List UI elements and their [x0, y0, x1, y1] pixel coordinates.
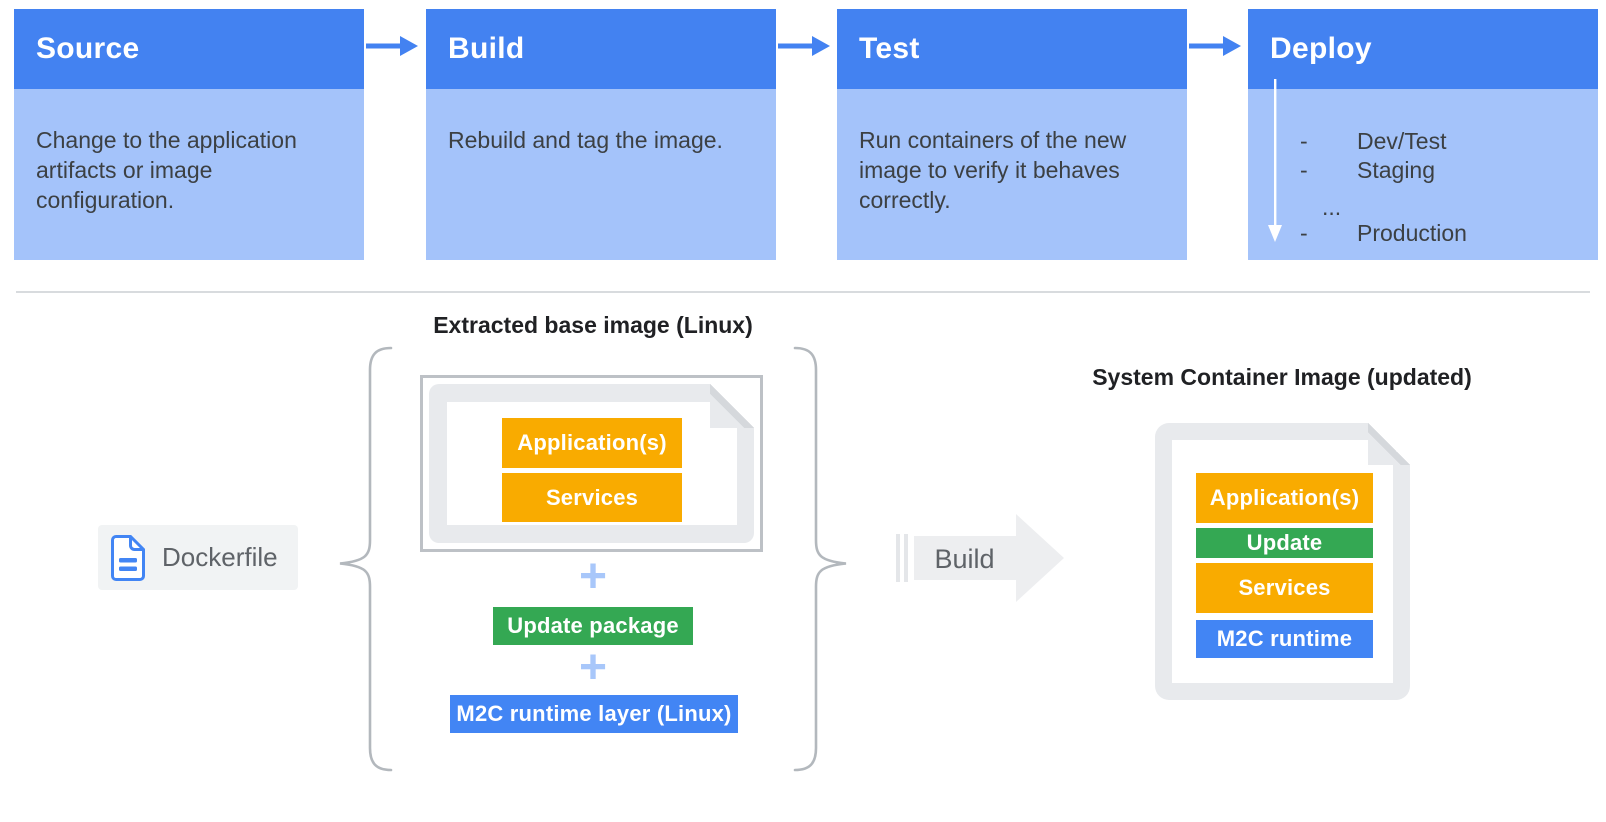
deploy-item-label: Staging	[1357, 157, 1436, 183]
layer-label: Application(s)	[517, 430, 667, 455]
plus-icon: +	[578, 550, 608, 603]
layer-label: Services	[545, 484, 639, 510]
layer-services: Services	[502, 473, 682, 522]
stage-test-header: Test	[837, 9, 1187, 89]
deploy-item: - Production	[1300, 219, 1467, 247]
arrow-right-icon	[366, 36, 418, 56]
build-arrow-label: Build	[934, 544, 995, 574]
system-layer-runtime: M2C runtime	[1196, 620, 1373, 658]
stage-deploy-body	[1248, 89, 1598, 260]
layer-label: Application(s)	[1209, 485, 1360, 510]
deploy-item-label: Dev/Test	[1357, 128, 1447, 154]
deploy-item-bullet: -	[1300, 157, 1308, 183]
deploy-item: - Staging	[1300, 156, 1435, 184]
update-package-box: Update package	[493, 607, 693, 645]
stage-build-description: Rebuild and tag the image.	[448, 127, 723, 153]
stage-test-description: Run containers of the new image to verif…	[859, 127, 1127, 213]
runtime-layer-box: M2C runtime layer (Linux)	[450, 695, 738, 733]
layer-label: Services	[1238, 575, 1331, 600]
layer-label: M2C runtime layer (Linux)	[456, 701, 732, 726]
stage-deploy: Deploy - Dev/Test - Staging ... - Produc…	[1248, 9, 1598, 260]
extracted-base-image-title: Extracted base image (Linux)	[433, 312, 753, 338]
deploy-item-bullet: -	[1300, 220, 1308, 246]
layer-label: M2C runtime	[1216, 626, 1353, 651]
stage-source-header: Source	[14, 9, 364, 89]
system-layer-services: Services	[1196, 563, 1373, 613]
system-layer-update: Update	[1196, 528, 1373, 558]
dockerfile-label: Dockerfile	[162, 542, 278, 572]
stage-test-title: Test	[859, 32, 920, 65]
system-layer-applications: Application(s)	[1196, 473, 1373, 523]
stage-deploy-header: Deploy	[1248, 9, 1598, 89]
deploy-item-label: ...	[1322, 194, 1342, 220]
layer-label: Update package	[507, 613, 679, 638]
system-container-image-title: System Container Image (updated)	[1092, 364, 1472, 390]
dockerfile-chip: Dockerfile	[98, 525, 298, 590]
folded-corner-icon	[710, 384, 754, 428]
stage-build: Build Rebuild and tag the image.	[426, 9, 776, 260]
folded-corner-icon	[1368, 423, 1410, 465]
deploy-item-label: Production	[1357, 220, 1467, 246]
stage-source-title: Source	[36, 32, 140, 65]
deploy-item-ellipsis: ...	[1322, 193, 1341, 221]
section-divider	[16, 291, 1590, 293]
arrow-right-icon	[778, 36, 830, 56]
deploy-item-bullet: -	[1300, 128, 1308, 154]
right-brace-icon	[793, 346, 847, 772]
stage-test-body: Run containers of the new image to verif…	[837, 89, 1187, 260]
deploy-item: - Dev/Test	[1300, 127, 1446, 155]
stage-deploy-title: Deploy	[1270, 32, 1372, 65]
document-icon	[111, 534, 145, 581]
stage-build-title: Build	[448, 32, 525, 65]
stage-source: Source Change to the application artifac…	[14, 9, 364, 260]
stage-build-header: Build	[426, 9, 776, 89]
stage-build-body: Rebuild and tag the image.	[426, 89, 776, 260]
arrow-right-icon	[1189, 36, 1241, 56]
build-arrow-icon	[896, 514, 1064, 602]
plus-icon: +	[578, 641, 608, 694]
arrow-down-icon	[1268, 79, 1282, 242]
left-brace-icon	[339, 346, 393, 772]
layer-label: Update	[1246, 530, 1323, 555]
stage-source-description: Change to the application artifacts or i…	[36, 127, 297, 213]
layer-applications: Application(s)	[502, 418, 682, 468]
stage-source-body: Change to the application artifacts or i…	[14, 89, 364, 260]
stage-test: Test Run containers of the new image to …	[837, 9, 1187, 260]
